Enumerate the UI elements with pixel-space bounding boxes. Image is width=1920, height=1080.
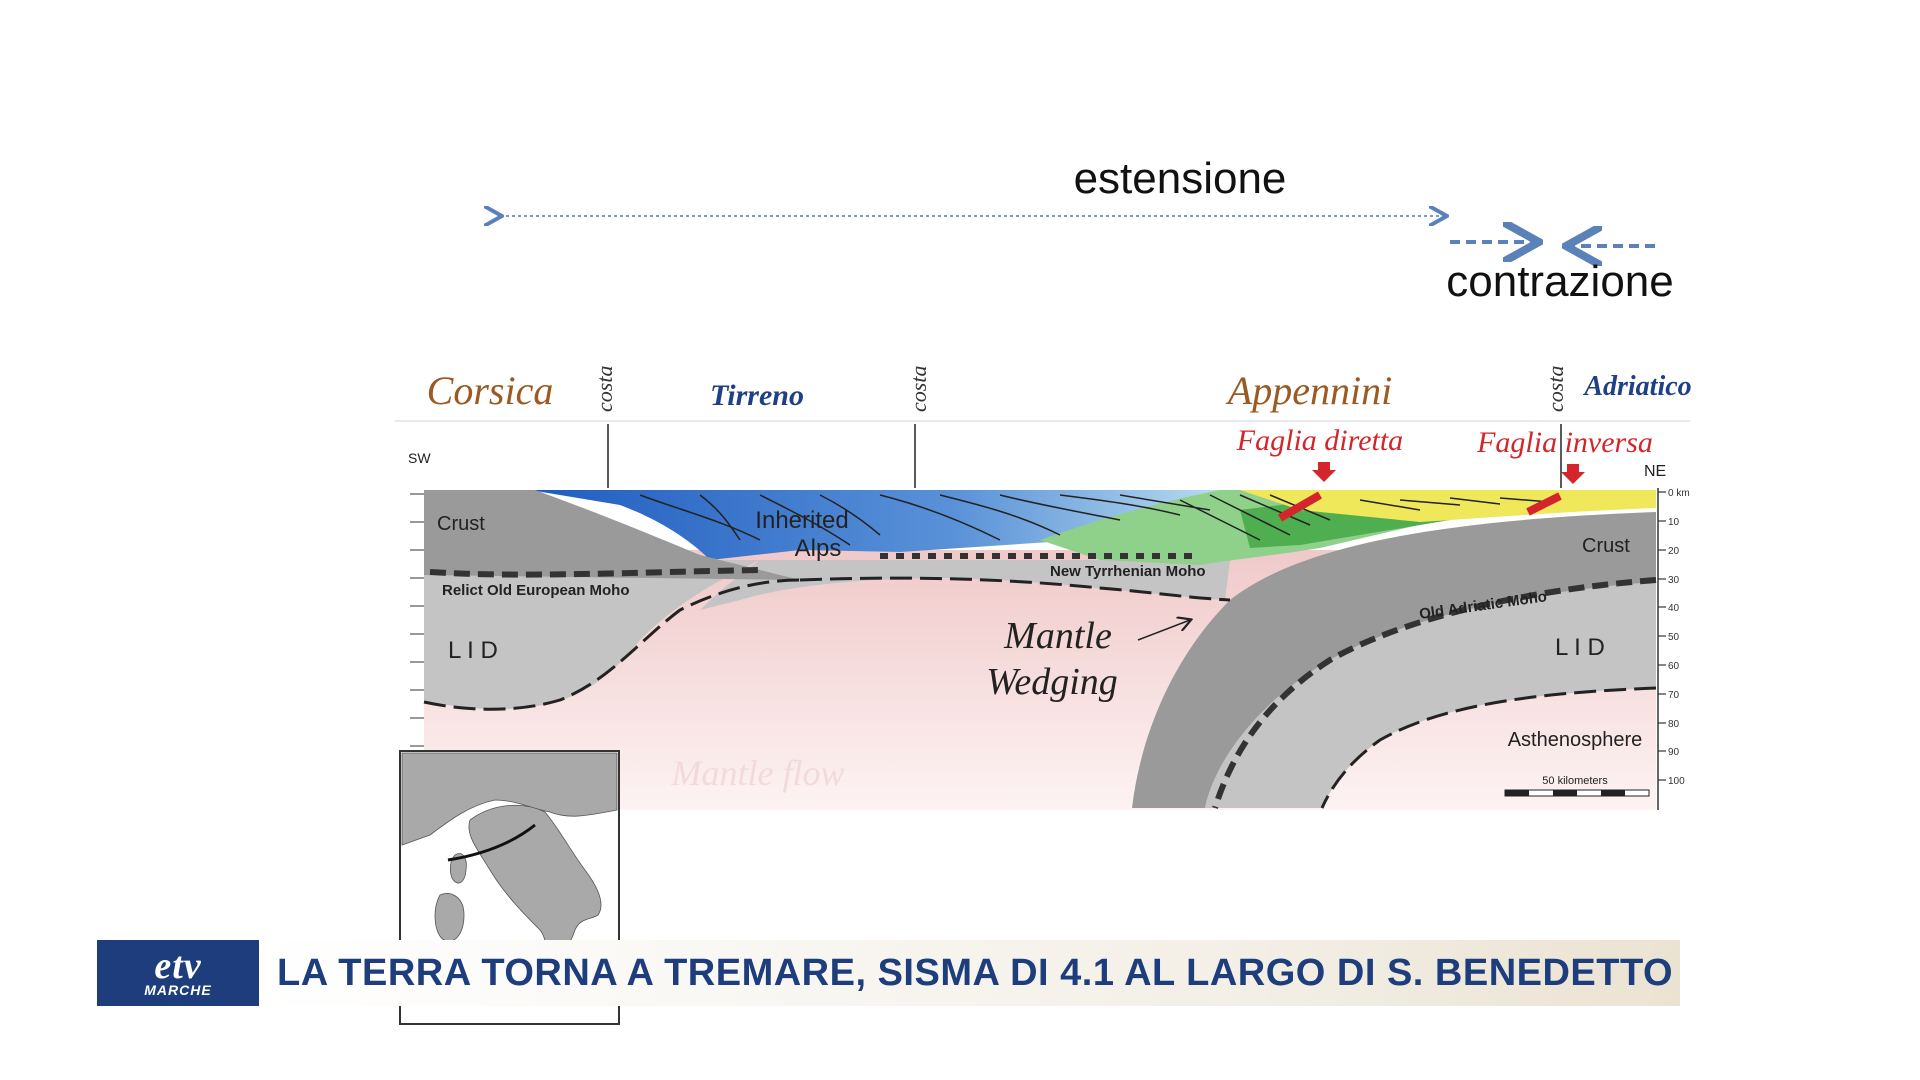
tyrrhenian-lithosphere (700, 560, 1230, 610)
inherited-alps-label-2: Alps (795, 535, 842, 562)
scale-bar-seg-2 (1553, 790, 1577, 796)
region-corsica: Corsica (427, 368, 554, 413)
crust-right-label: Crust (1582, 535, 1630, 557)
headline-bar: LA TERRA TORNA A TREMARE, SISMA DI 4.1 A… (259, 940, 1680, 1006)
region-tirreno: Tirreno (710, 379, 804, 412)
depth-tick-40: 40 (1668, 603, 1680, 614)
relict-moho-line (429, 567, 761, 578)
scale-bar-seg-1 (1505, 790, 1529, 796)
contraction-label: contrazione (1446, 257, 1673, 306)
news-ticker: etv MARCHE LA TERRA TORNA A TREMARE, SIS… (97, 940, 1680, 1006)
crust-left-label: Crust (437, 513, 485, 535)
region-appennini: Appennini (1225, 368, 1392, 413)
relict-moho-label: Relict Old European Moho (442, 582, 630, 599)
region-adriatico: Adriatico (1582, 371, 1691, 402)
fault-reverse-label: Faglia inversa (1476, 426, 1653, 459)
fault-reverse-marker (1561, 464, 1585, 484)
channel-logo: etv MARCHE (97, 940, 259, 1006)
depth-tick-50: 50 (1668, 632, 1680, 643)
depth-tick-20: 20 (1668, 546, 1680, 557)
depth-tick-70: 70 (1668, 690, 1680, 701)
section-trace-line (447, 823, 536, 862)
mantle-wedging-label-2: Wedging (986, 661, 1118, 703)
apennine-faults (1179, 494, 1551, 541)
lid-right-label: L I D (1555, 634, 1605, 661)
lithosphere-base-line (799, 576, 1231, 602)
depth-tick-0: 0 km (1668, 488, 1690, 499)
fault-normal-marker (1312, 462, 1336, 482)
fault-normal-segment (1278, 491, 1322, 522)
scale-bar-label: 50 kilometers (1542, 775, 1608, 787)
depth-tick-100: 100 (1668, 776, 1685, 787)
sea-layer (530, 490, 1240, 560)
asthenosphere-top-line (1320, 686, 1657, 809)
inherited-alps-label-1: Inherited (755, 507, 848, 534)
depth-tick-60: 60 (1668, 661, 1680, 672)
coast-label-1: costa (592, 366, 617, 412)
logo-main-text: etv (154, 945, 202, 987)
headline-text: LA TERRA TORNA A TREMARE, SISMA DI 4.1 A… (277, 951, 1674, 994)
depth-tick-30: 30 (1668, 575, 1680, 586)
extension-label: estensione (1074, 154, 1287, 203)
left-depth-axis (410, 493, 424, 747)
lid-left-label: L I D (448, 637, 498, 664)
lid-left-base-line (423, 578, 801, 711)
sardinia-island (434, 893, 465, 942)
mantle-flow-label: Mantle flow (671, 753, 845, 793)
fault-reverse-segment (1526, 492, 1562, 516)
mantle-wedging-arrow (1137, 620, 1190, 641)
depth-tick-90: 90 (1668, 747, 1680, 758)
fault-normal-label: Faglia diretta (1236, 424, 1403, 457)
lid-right (1205, 582, 1656, 808)
right-depth-labels: 0 km 10 20 30 40 50 60 70 80 90 100 (1668, 488, 1690, 787)
lid-left (424, 560, 760, 710)
crust-left (424, 490, 800, 580)
depth-tick-80: 80 (1668, 719, 1680, 730)
depth-tick-10: 10 (1668, 517, 1680, 528)
right-depth-axis (1658, 491, 1666, 781)
tyrrhenian-faults (639, 494, 1211, 546)
adriatic-crust-slab (1132, 512, 1656, 808)
mantle-wedging-label-1: Mantle (1003, 615, 1112, 657)
new-tyrrhenian-moho-label: New Tyrrhenian Moho (1050, 563, 1206, 580)
old-adriatic-moho-line (1212, 577, 1657, 809)
coast-label-3: costa (1543, 366, 1568, 412)
direction-sw: SW (408, 450, 431, 466)
logo-sub-text: MARCHE (144, 982, 212, 998)
scale-bar-seg-3 (1601, 790, 1625, 796)
direction-ne: NE (1644, 463, 1666, 480)
europe-landmass (401, 752, 618, 846)
asthenosphere-label: Asthenosphere (1508, 729, 1643, 751)
coast-label-2: costa (906, 366, 931, 412)
